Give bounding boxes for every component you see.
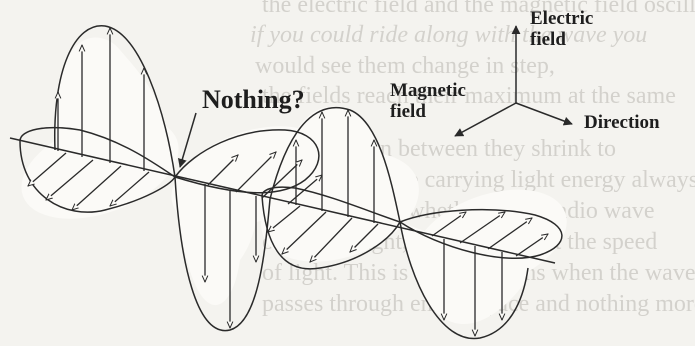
lobe-fills (8, 37, 581, 324)
direction-axis-arrow (516, 103, 572, 124)
electric-field-label: Electric field (530, 8, 593, 50)
magnetic-field-label: Magnetic field (390, 80, 466, 122)
nothing-label: Nothing? (202, 86, 305, 114)
direction-label: Direction (584, 112, 660, 133)
magnetic-label-line2: field (390, 101, 466, 122)
electric-label-line2: field (530, 29, 593, 50)
magnetic-label-line1: Magnetic (390, 80, 466, 101)
electric-label-line1: Electric (530, 8, 593, 29)
